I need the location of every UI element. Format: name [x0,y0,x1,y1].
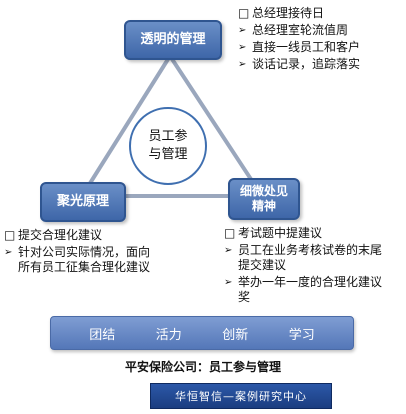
left-bullet-list: 提交合理化建议 针对公司实际情况，面向所有员工征集合理化建议 [4,228,174,277]
node-detail-spirit: 细微处见 精神 [228,178,300,220]
value-item: 学习 [288,327,315,343]
list-item: 提交合理化建议 [4,228,174,243]
list-item: 针对公司实际情况，面向所有员工征集合理化建议 [4,245,160,275]
node-transparent-management: 透明的管理 [124,20,222,60]
list-item: 总经理接待日 [238,6,404,21]
list-item: 考试题中提建议 [224,226,402,241]
list-item: 举办一年一度的合理化建议奖 [224,275,388,305]
node-spotlight-principle: 聚光原理 [40,182,126,222]
list-item: 总经理室轮流值周 [238,23,404,38]
center-circle [129,107,207,185]
node-left-label: 聚光原理 [56,194,109,209]
list-item: 谈话记录，追踪落实 [238,57,404,72]
list-item: 直接一线员工和客户 [238,40,404,55]
node-right-label-line2: 精神 [251,199,276,213]
node-top-label: 透明的管理 [140,32,206,47]
triangle-connector [80,54,264,198]
center-label: 员工参 与管理 [140,128,196,164]
center-label-line1: 员工参 [148,129,188,144]
footer-label: 华恒智信—案例研究中心 [175,390,307,403]
list-item: 员工在业务考核试卷的末尾提交建议 [224,243,388,273]
node-right-label: 细微处见 精神 [240,184,288,214]
footer-badge: 华恒智信—案例研究中心 [150,383,332,409]
diagram-caption: 平安保险公司：员工参与管理 [124,360,281,374]
right-bullet-list: 考试题中提建议 员工在业务考核试卷的末尾提交建议 举办一年一度的合理化建议奖 [224,226,402,307]
values-bar: 团结 活力 创新 学习 [50,316,354,350]
value-item: 活力 [155,327,182,343]
center-label-line2: 与管理 [148,147,188,162]
value-item: 团结 [89,327,116,343]
value-item: 创新 [222,327,249,343]
node-right-label-line1: 细微处见 [239,184,288,198]
top-bullet-list: 总经理接待日 总经理室轮流值周 直接一线员工和客户 谈话记录，追踪落实 [238,6,404,74]
